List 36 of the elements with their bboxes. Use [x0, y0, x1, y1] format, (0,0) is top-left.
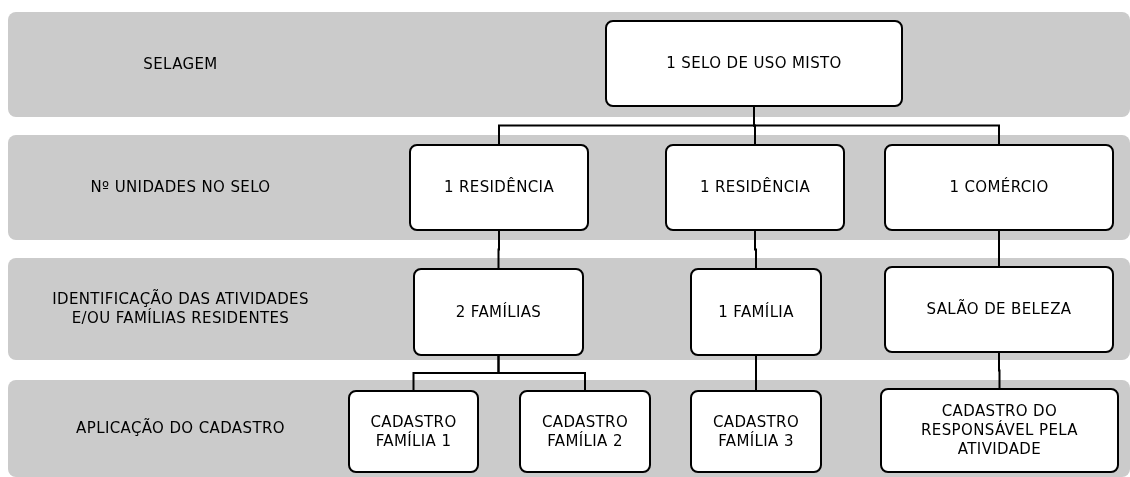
process-box [605, 20, 903, 107]
connector-line [754, 230, 757, 269]
row-band [8, 135, 1130, 240]
box-label: 2 FAMÍLIAS [455, 302, 542, 322]
box-label: SALÃO DE BELEZA [926, 300, 1072, 319]
process-box [413, 268, 584, 356]
row-label: IDENTIFICAÇÃO DAS ATIVIDADES E/OU FAMÍLIAS RESIDENTES [51, 290, 310, 328]
connector-line [497, 230, 500, 269]
row-band [8, 12, 1130, 117]
connector-line [497, 355, 586, 391]
process-box [880, 388, 1119, 473]
process-box [409, 144, 589, 231]
box-label: CADASTRO DO RESPONSÁVEL PELA ATIVIDADE [920, 402, 1079, 459]
box-label: 1 FAMÍLIA [718, 302, 794, 322]
box-label: CADASTRO FAMÍLIA 1 [369, 412, 458, 451]
connector-line [998, 230, 1000, 267]
row-label: APLICAÇÃO DO CADASTRO [75, 419, 286, 438]
process-box [690, 390, 822, 473]
connector-line [998, 352, 1001, 389]
row-band [8, 380, 1130, 477]
box-label: 1 SELO DE USO MISTO [666, 54, 842, 73]
process-box [884, 144, 1114, 231]
process-box [690, 268, 822, 356]
process-box [348, 390, 479, 473]
row-label: SELAGEM [142, 55, 219, 74]
box-label: CADASTRO FAMÍLIA 2 [540, 412, 630, 451]
box-label: 1 RESIDÊNCIA [699, 178, 811, 197]
connector-line [755, 355, 757, 391]
process-box [884, 266, 1114, 353]
box-label: 1 RESIDÊNCIA [443, 178, 555, 197]
box-label: CADASTRO FAMÍLIA 3 [711, 412, 801, 451]
row-band [8, 258, 1130, 360]
row-label: Nº UNIDADES NO SELO [89, 178, 272, 197]
process-box [519, 390, 651, 473]
process-box [665, 144, 845, 231]
box-label: 1 COMÉRCIO [949, 178, 1049, 197]
